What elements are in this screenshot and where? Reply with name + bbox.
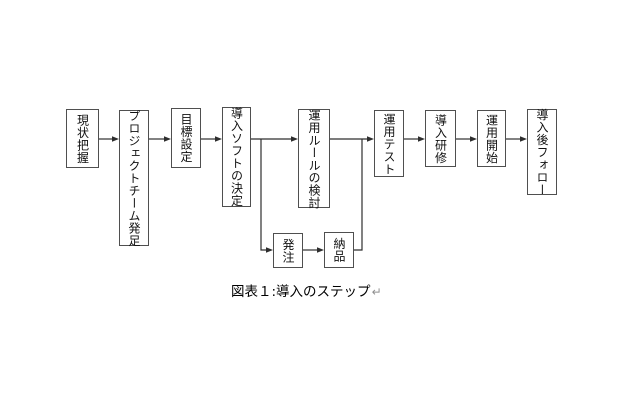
node-label-software-decision: 導入ソフトの決定 — [229, 107, 244, 207]
arrowhead-rules-to-test — [367, 136, 374, 142]
flowchart-node-software-decision: 導入ソフトの決定 — [222, 107, 251, 207]
arrowhead-software-to-rules — [291, 136, 298, 142]
paragraph-return-icon: ↵ — [371, 285, 382, 299]
node-label-follow-up: 導入後フォロー — [535, 108, 549, 196]
arrowhead-team-to-goal — [164, 136, 171, 142]
flowchart-node-training: 導入研修 — [425, 110, 456, 167]
arrowhead-software-to-order — [266, 247, 273, 253]
flowchart-node-operation-test: 運用テスト — [374, 110, 404, 177]
arrowhead-test-to-training — [418, 136, 425, 142]
flowchart-node-project-team: プロジェクトチーム発足 — [119, 109, 149, 247]
node-label-operation-start: 運用開始 — [484, 113, 499, 164]
flowchart-node-follow-up: 導入後フォロー — [527, 108, 557, 196]
figure-caption: 図表１:導入のステップ↵ — [231, 280, 382, 300]
flowchart-node-operation-rules: 運用ルールの検討 — [298, 108, 330, 209]
edge-software-to-order — [260, 139, 266, 251]
node-label-project-team: プロジェクトチーム発足 — [127, 109, 141, 247]
edge-delivery-to-mainline — [354, 139, 363, 251]
node-label-order: 発注 — [281, 238, 295, 263]
flowchart-node-operation-start: 運用開始 — [477, 110, 506, 167]
flowchart-node-delivery: 納品 — [324, 232, 354, 268]
node-label-operation-test: 運用テスト — [382, 112, 396, 175]
node-label-current-state: 現状把握 — [75, 113, 90, 164]
flowchart-node-order: 発注 — [273, 233, 303, 268]
node-label-delivery: 納品 — [332, 237, 346, 263]
flowchart-node-goal-setting: 目標設定 — [171, 108, 201, 168]
arrowhead-goal-to-software — [215, 136, 222, 142]
flowchart-node-current-state: 現状把握 — [66, 109, 99, 168]
node-label-goal-setting: 目標設定 — [179, 113, 193, 163]
arrowhead-training-to-start — [470, 136, 477, 142]
node-label-training: 導入研修 — [433, 113, 448, 164]
figure-caption-text: 図表１:導入のステップ — [231, 284, 371, 300]
node-label-operation-rules: 運用ルールの検討 — [307, 108, 321, 209]
arrowhead-order-to-delivery — [317, 247, 324, 253]
arrowhead-start-to-followup — [520, 136, 527, 142]
arrowhead-current-to-team — [112, 136, 119, 142]
